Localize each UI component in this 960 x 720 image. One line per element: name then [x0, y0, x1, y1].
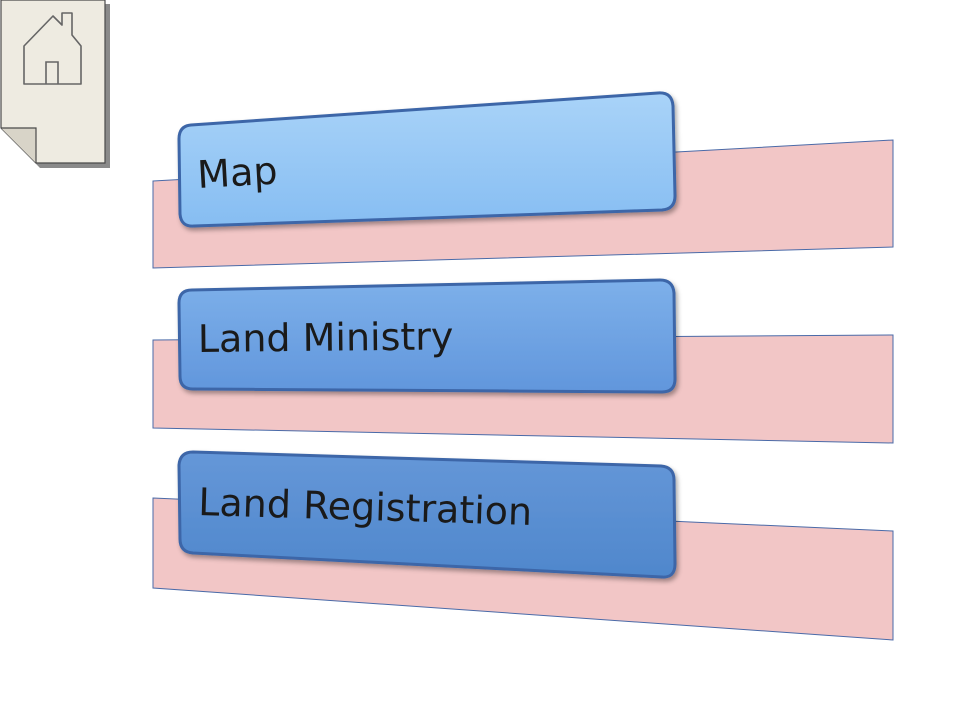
diagram-item-land-ministry[interactable]: Land Ministry	[152, 278, 894, 444]
item-label: Land Ministry	[198, 314, 454, 361]
item-label: Land Registration	[198, 480, 533, 534]
label-box	[177, 450, 677, 579]
item-label: Map	[196, 149, 279, 197]
diagram-item-map[interactable]: Map	[152, 91, 894, 269]
home-button[interactable]	[0, 0, 115, 172]
diagram-item-land-registration[interactable]: Land Registration	[152, 450, 894, 641]
home-icon	[0, 0, 110, 168]
label-box	[177, 278, 677, 394]
label-box	[177, 91, 677, 228]
